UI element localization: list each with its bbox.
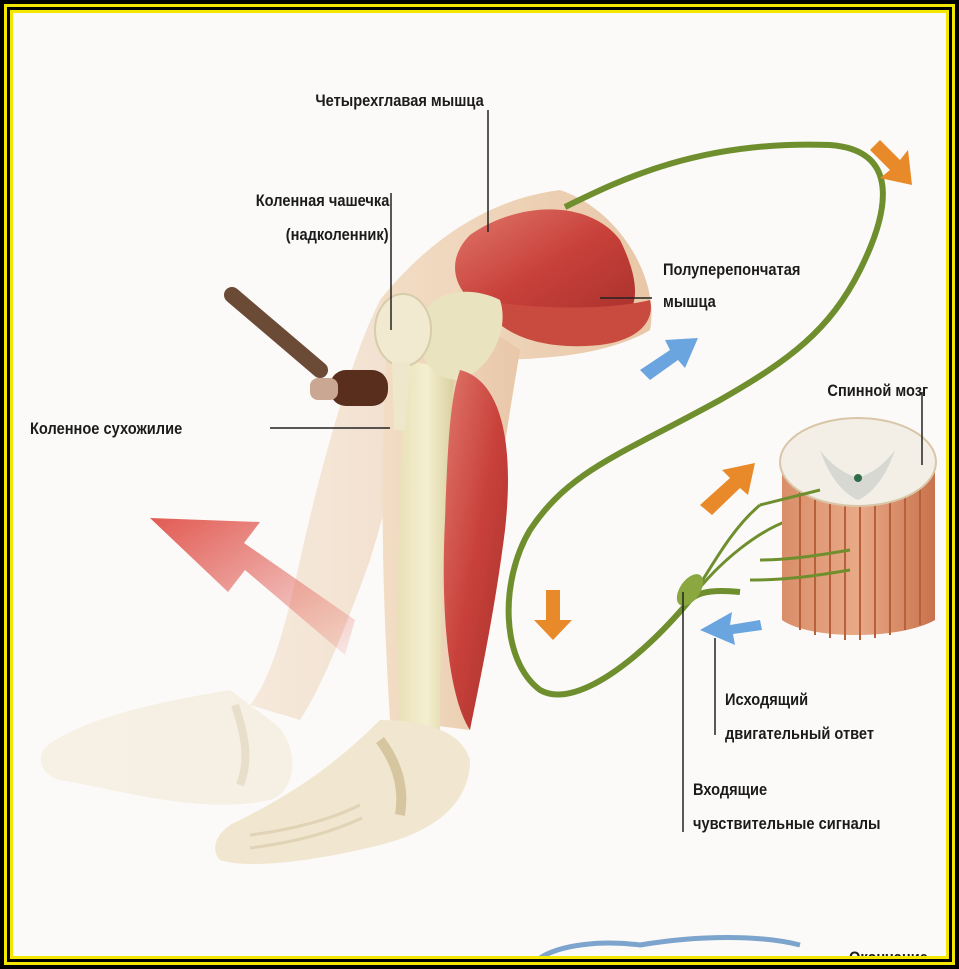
label-semimembranosus-2: мышца xyxy=(663,289,716,314)
bottom-cutoff-shape xyxy=(540,938,800,957)
label-spinal-cord: Спинной мозг xyxy=(827,378,928,403)
label-motor-1: Исходящий xyxy=(725,687,808,712)
label-semimembranosus-1: Полуперепончатая xyxy=(663,257,800,282)
patella xyxy=(375,294,431,366)
calf-muscle xyxy=(444,370,508,730)
label-kneecap-1: Коленная чашечка xyxy=(255,188,389,213)
arrow-blue-bottom xyxy=(700,612,762,645)
arrow-orange-left xyxy=(534,590,572,640)
label-patellar-tendon: Коленное сухожилие xyxy=(30,416,182,441)
label-motor-2: двигательный ответ xyxy=(725,721,874,746)
arrow-orange-mid xyxy=(700,463,755,515)
label-cut-off: Окончание xyxy=(849,945,928,956)
arrow-blue-top xyxy=(640,338,698,380)
spinal-cord xyxy=(750,418,936,640)
label-sensory-2: чувствительные сигналы xyxy=(693,811,881,836)
label-kneecap-2: (надколенник) xyxy=(286,222,389,247)
label-sensory-1: Входящие xyxy=(693,777,767,802)
diagram-canvas: Четырехглавая мышца Коленная чашечка (на… xyxy=(13,13,946,956)
label-quadriceps: Четырехглавая мышца xyxy=(316,88,484,113)
